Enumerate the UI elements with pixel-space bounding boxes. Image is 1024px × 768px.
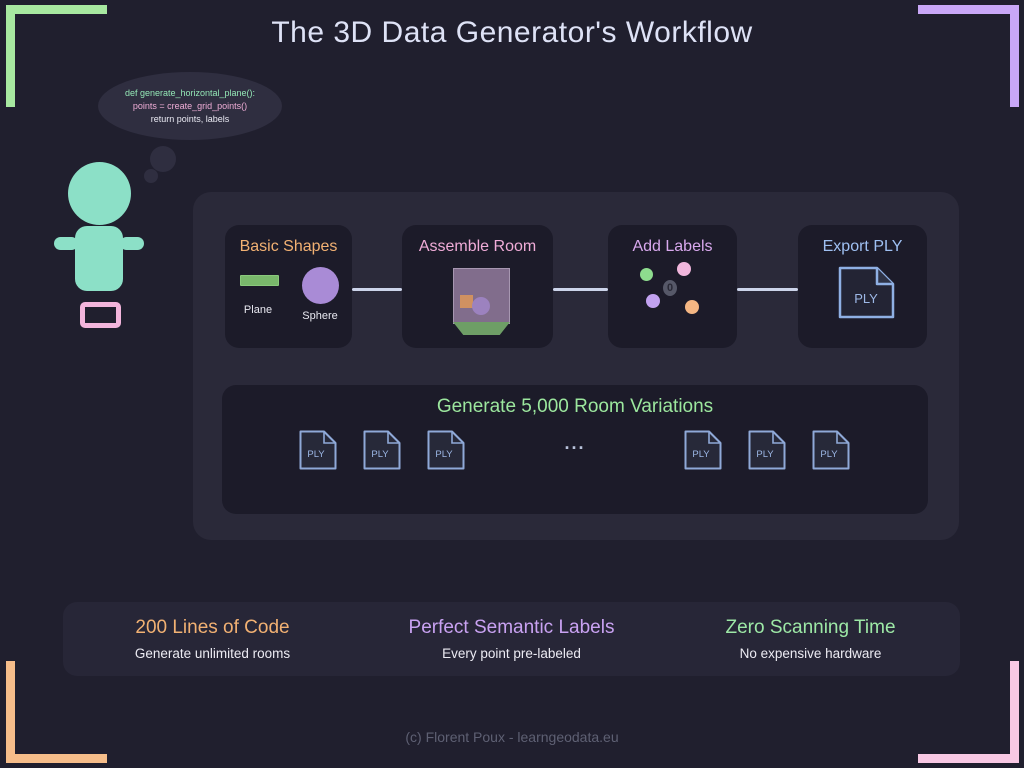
code-line-return: return points, labels xyxy=(150,113,230,124)
generate-variations-title: Generate 5,000 Room Variations xyxy=(436,396,714,417)
ply-file-text-large: PLY xyxy=(854,291,878,306)
plane-label: Plane xyxy=(243,304,273,316)
plane-shape-icon xyxy=(240,275,279,286)
thought-trail-dot-large xyxy=(150,146,176,172)
svg-text:PLY: PLY xyxy=(435,449,453,460)
room-sphere-icon xyxy=(472,297,490,315)
step-title-assemble-room: Assemble Room xyxy=(418,238,537,255)
ply-file-icon-small: PLY xyxy=(748,430,786,470)
footer-credit: (c) Florent Poux - learngeodata.eu xyxy=(405,729,619,745)
label-dot-pink xyxy=(677,262,691,276)
generate-variations-panel: Generate 5,000 Room Variations PLY PLY P… xyxy=(222,385,928,514)
thought-trail-dot-small xyxy=(144,169,158,183)
stat-semantic-labels: Perfect Semantic Labels Every point pre-… xyxy=(362,617,661,661)
workflow-panel: Basic Shapes Plane Sphere Assemble Room … xyxy=(193,192,959,540)
svg-text:PLY: PLY xyxy=(371,449,389,460)
step-card-basic-shapes: Basic Shapes Plane Sphere xyxy=(225,225,352,348)
person-head xyxy=(68,162,131,225)
svg-text:PLY: PLY xyxy=(307,449,325,460)
corner-bracket-top-right xyxy=(918,5,1019,107)
stat-subtitle: Generate unlimited rooms xyxy=(134,646,291,661)
step-title-export-ply: Export PLY xyxy=(822,238,903,255)
room-floor-icon xyxy=(453,322,510,335)
ply-file-icon-large: PLY xyxy=(838,266,895,319)
person-arm-right xyxy=(120,237,144,250)
sphere-shape-icon xyxy=(302,267,339,304)
step-card-export-ply: Export PLY PLY xyxy=(798,225,927,348)
code-line-points: points = create_grid_points() xyxy=(132,100,248,111)
label-dot-purple xyxy=(646,294,660,308)
step-card-add-labels: Add Labels 0 xyxy=(608,225,737,348)
connector-line-3 xyxy=(737,288,798,291)
connector-line-1 xyxy=(352,288,402,291)
step-title-basic-shapes: Basic Shapes xyxy=(239,238,338,255)
stat-subtitle: Every point pre-labeled xyxy=(442,646,581,661)
person-arm-left xyxy=(54,237,78,250)
stat-title: Perfect Semantic Labels xyxy=(408,617,615,638)
laptop-icon xyxy=(80,302,121,328)
step-title-add-labels: Add Labels xyxy=(632,238,713,255)
connector-line-2 xyxy=(553,288,608,291)
corner-bracket-bottom-left xyxy=(6,661,107,763)
stat-scanning-time: Zero Scanning Time No expensive hardware xyxy=(661,617,960,661)
ply-file-icon-small: PLY xyxy=(684,430,722,470)
ply-file-icon-small: PLY xyxy=(299,430,337,470)
stat-lines-of-code: 200 Lines of Code Generate unlimited roo… xyxy=(63,617,362,661)
room-box-icon xyxy=(460,295,473,308)
label-badge-zero: 0 xyxy=(663,280,677,296)
stat-title: Zero Scanning Time xyxy=(725,617,896,638)
page-title: The 3D Data Generator's Workflow xyxy=(271,16,753,49)
svg-text:PLY: PLY xyxy=(756,449,774,460)
person-body xyxy=(75,226,123,291)
corner-bracket-top-left xyxy=(6,5,107,107)
label-dot-orange xyxy=(685,300,699,314)
ellipsis-text: ... xyxy=(564,433,586,453)
svg-text:PLY: PLY xyxy=(692,449,710,460)
room-wall-icon xyxy=(453,268,510,324)
ply-file-icon-small: PLY xyxy=(363,430,401,470)
sphere-label: Sphere xyxy=(302,310,338,322)
code-line-def: def generate_horizontal_plane(): xyxy=(124,87,256,98)
stats-bar: 200 Lines of Code Generate unlimited roo… xyxy=(63,602,960,676)
ply-file-icon-small: PLY xyxy=(427,430,465,470)
label-dot-green xyxy=(640,268,653,281)
stat-subtitle: No expensive hardware xyxy=(739,646,882,661)
svg-text:PLY: PLY xyxy=(820,449,838,460)
stat-title: 200 Lines of Code xyxy=(135,617,290,638)
step-card-assemble-room: Assemble Room xyxy=(402,225,553,348)
thought-bubble: def generate_horizontal_plane(): points … xyxy=(98,72,282,140)
ply-file-icon-small: PLY xyxy=(812,430,850,470)
corner-bracket-bottom-right xyxy=(918,661,1019,763)
